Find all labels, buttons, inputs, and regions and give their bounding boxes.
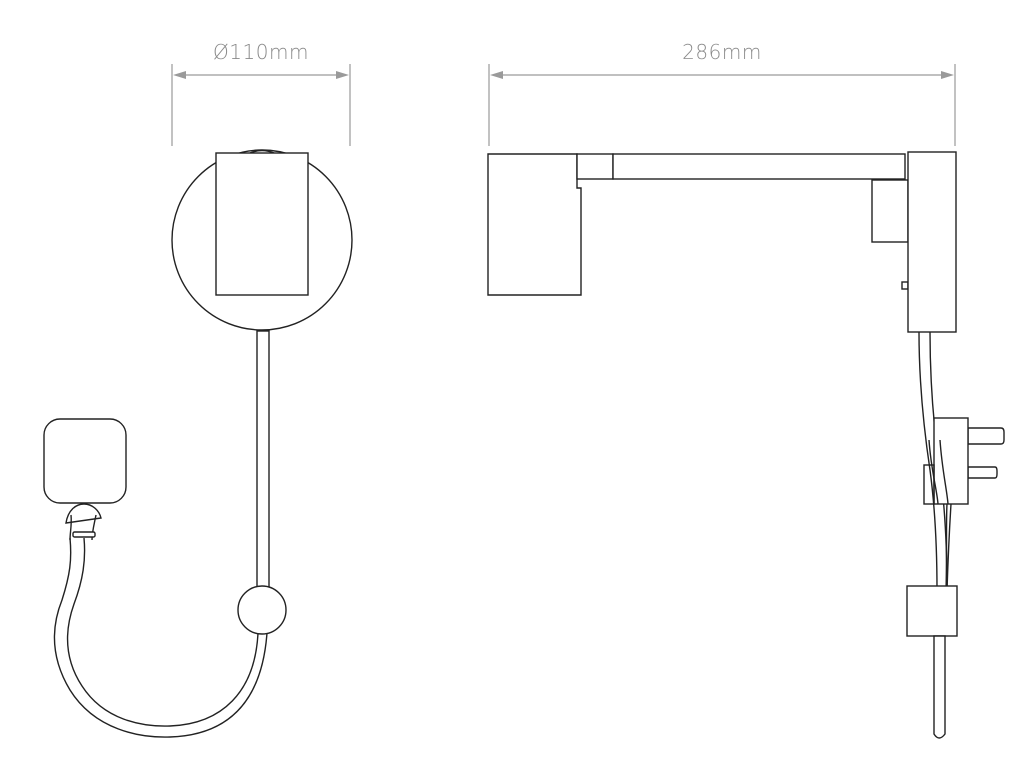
vertical-cable-cover	[256, 330, 270, 592]
wall-mount	[907, 151, 957, 333]
arrow-right-icon	[941, 71, 954, 79]
arrow-right-icon	[336, 71, 349, 79]
arm-joint	[576, 153, 614, 180]
plug-pin-lower	[967, 466, 998, 479]
cable-inner-line	[66, 537, 259, 727]
side-cable-left	[918, 331, 938, 591]
lamp-head	[215, 152, 309, 296]
lamp-head-top-arc	[249, 149, 275, 154]
plug-pin-upper	[967, 427, 1005, 445]
arm	[612, 153, 906, 180]
arrow-left-icon	[490, 71, 503, 79]
arm-bracket	[871, 179, 909, 243]
plug-back	[923, 464, 935, 505]
plug-body	[43, 418, 127, 504]
lamp-head-side	[487, 153, 582, 296]
front-dimension	[171, 64, 351, 146]
mount-tab	[901, 281, 909, 290]
front-view	[43, 149, 353, 738]
plug-neck-right	[91, 514, 97, 541]
plug-cable-over	[928, 439, 939, 505]
arrow-left-icon	[173, 71, 186, 79]
plug-cable-down	[945, 503, 948, 591]
plug-neck-left	[69, 514, 72, 541]
cable-switch-side	[906, 585, 958, 637]
plug-body-side	[933, 417, 969, 505]
plug-cable-over-2	[939, 439, 949, 505]
side-dimension-label: 286mm	[682, 40, 762, 64]
front-dimension-label: Ø110mm	[213, 40, 309, 64]
plug-cable-down-2	[946, 503, 952, 591]
side-plug	[923, 417, 1005, 591]
cable-collar	[72, 531, 96, 538]
side-dimension	[488, 64, 956, 146]
plug-neck	[65, 503, 102, 524]
cable-outer-line	[53, 537, 268, 738]
cable-switch	[237, 585, 287, 635]
cable-end	[933, 635, 946, 739]
side-view	[487, 151, 1005, 739]
